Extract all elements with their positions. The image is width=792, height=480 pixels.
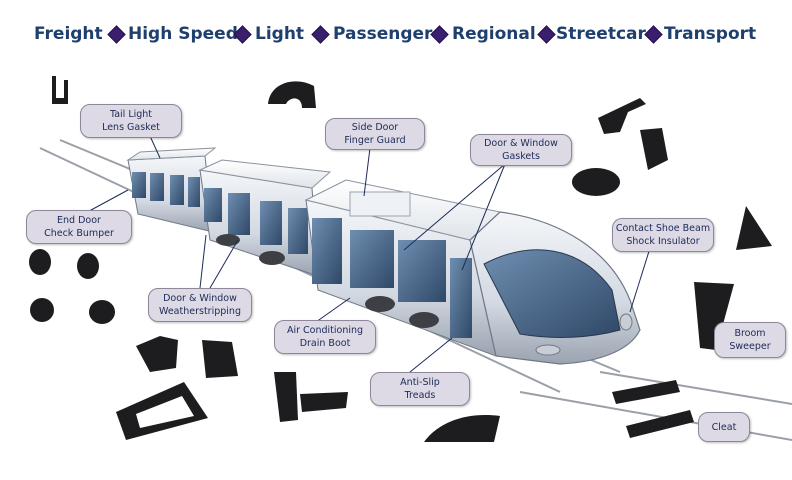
callout-line: Door & Window [484,138,558,149]
window-gasket-part [116,382,208,440]
tram-cab [469,211,641,365]
broom-sweeper-part [694,282,734,350]
category-freight[interactable]: Freight [34,24,103,44]
callout-line: Shock Insulator [626,236,700,247]
tail-light-gasket-part [52,76,68,104]
weatherstrip-part-1 [136,336,178,372]
bumper-part-2 [77,253,99,279]
callout-line: Door & Window [163,293,237,304]
callout-end-door-check-bumper: End Door Check Bumper [26,210,132,244]
rubber-parts [29,76,772,442]
callout-line: Broom [734,328,766,339]
callout-tail-light-lens-gasket: Tail Light Lens Gasket [80,104,182,138]
callout-side-door-finger-guard: Side Door Finger Guard [325,118,425,150]
category-light[interactable]: Light [255,24,305,44]
category-passenger[interactable]: Passenger [333,24,433,44]
callout-anti-slip-treads: Anti-Slip Treads [370,372,470,406]
bumper-part-1 [29,249,51,275]
gasket-part-1 [598,98,646,134]
callout-air-conditioning-drain-boot: Air Conditioning Drain Boot [274,320,376,354]
callout-line: Anti-Slip [400,377,440,388]
callout-line: Gaskets [502,151,540,162]
callout-line: Lens Gasket [102,122,160,133]
callout-line: Contact Shoe Beam [615,223,711,234]
shock-insulator-part [736,206,772,250]
callout-broom-sweeper: Broom Sweeper [714,322,786,358]
category-regional[interactable]: Regional [452,24,536,44]
category-transport[interactable]: Transport [664,24,757,44]
cleat-part-1 [612,380,680,404]
category-streetcar[interactable]: Streetcar [556,24,646,44]
gasket-part-3 [572,168,620,196]
gasket-part-2 [640,128,668,170]
callout-line: Treads [404,390,436,401]
callout-door-window-gaskets: Door & Window Gaskets [470,134,572,166]
callout-line: Side Door [351,122,399,133]
anti-slip-tread-part [424,415,500,442]
callout-line: Weatherstripping [159,306,241,317]
callout-door-window-weatherstripping: Door & Window Weatherstripping [148,288,252,322]
callout-line: Cleat [711,421,737,433]
callout-cleat: Cleat [698,412,750,442]
callout-line: Check Bumper [44,228,114,239]
callout-contact-shoe-beam-shock-insulator: Contact Shoe Beam Shock Insulator [612,218,714,252]
callout-line: Sweeper [729,341,771,352]
finger-guard-part [268,81,316,108]
category-bar: Freight High Speed Light Passenger Regio… [0,0,792,70]
bumper-part-3 [30,298,54,322]
weatherstrip-part-2 [202,340,238,378]
drain-boot-part-2 [300,392,348,412]
callout-line: Finger Guard [344,135,406,146]
tram-rear-car [126,147,217,233]
cleat-part-2 [626,410,694,438]
callout-line: End Door [57,215,101,226]
bumper-part-4 [89,300,115,324]
callout-line: Drain Boot [299,338,351,349]
callout-line: Tail Light [109,109,153,120]
tram-front-car [304,179,502,357]
category-high-speed[interactable]: High Speed [128,24,238,44]
drain-boot-part-1 [274,372,298,422]
leader-lines [79,135,651,373]
callout-line: Air Conditioning [286,325,364,336]
